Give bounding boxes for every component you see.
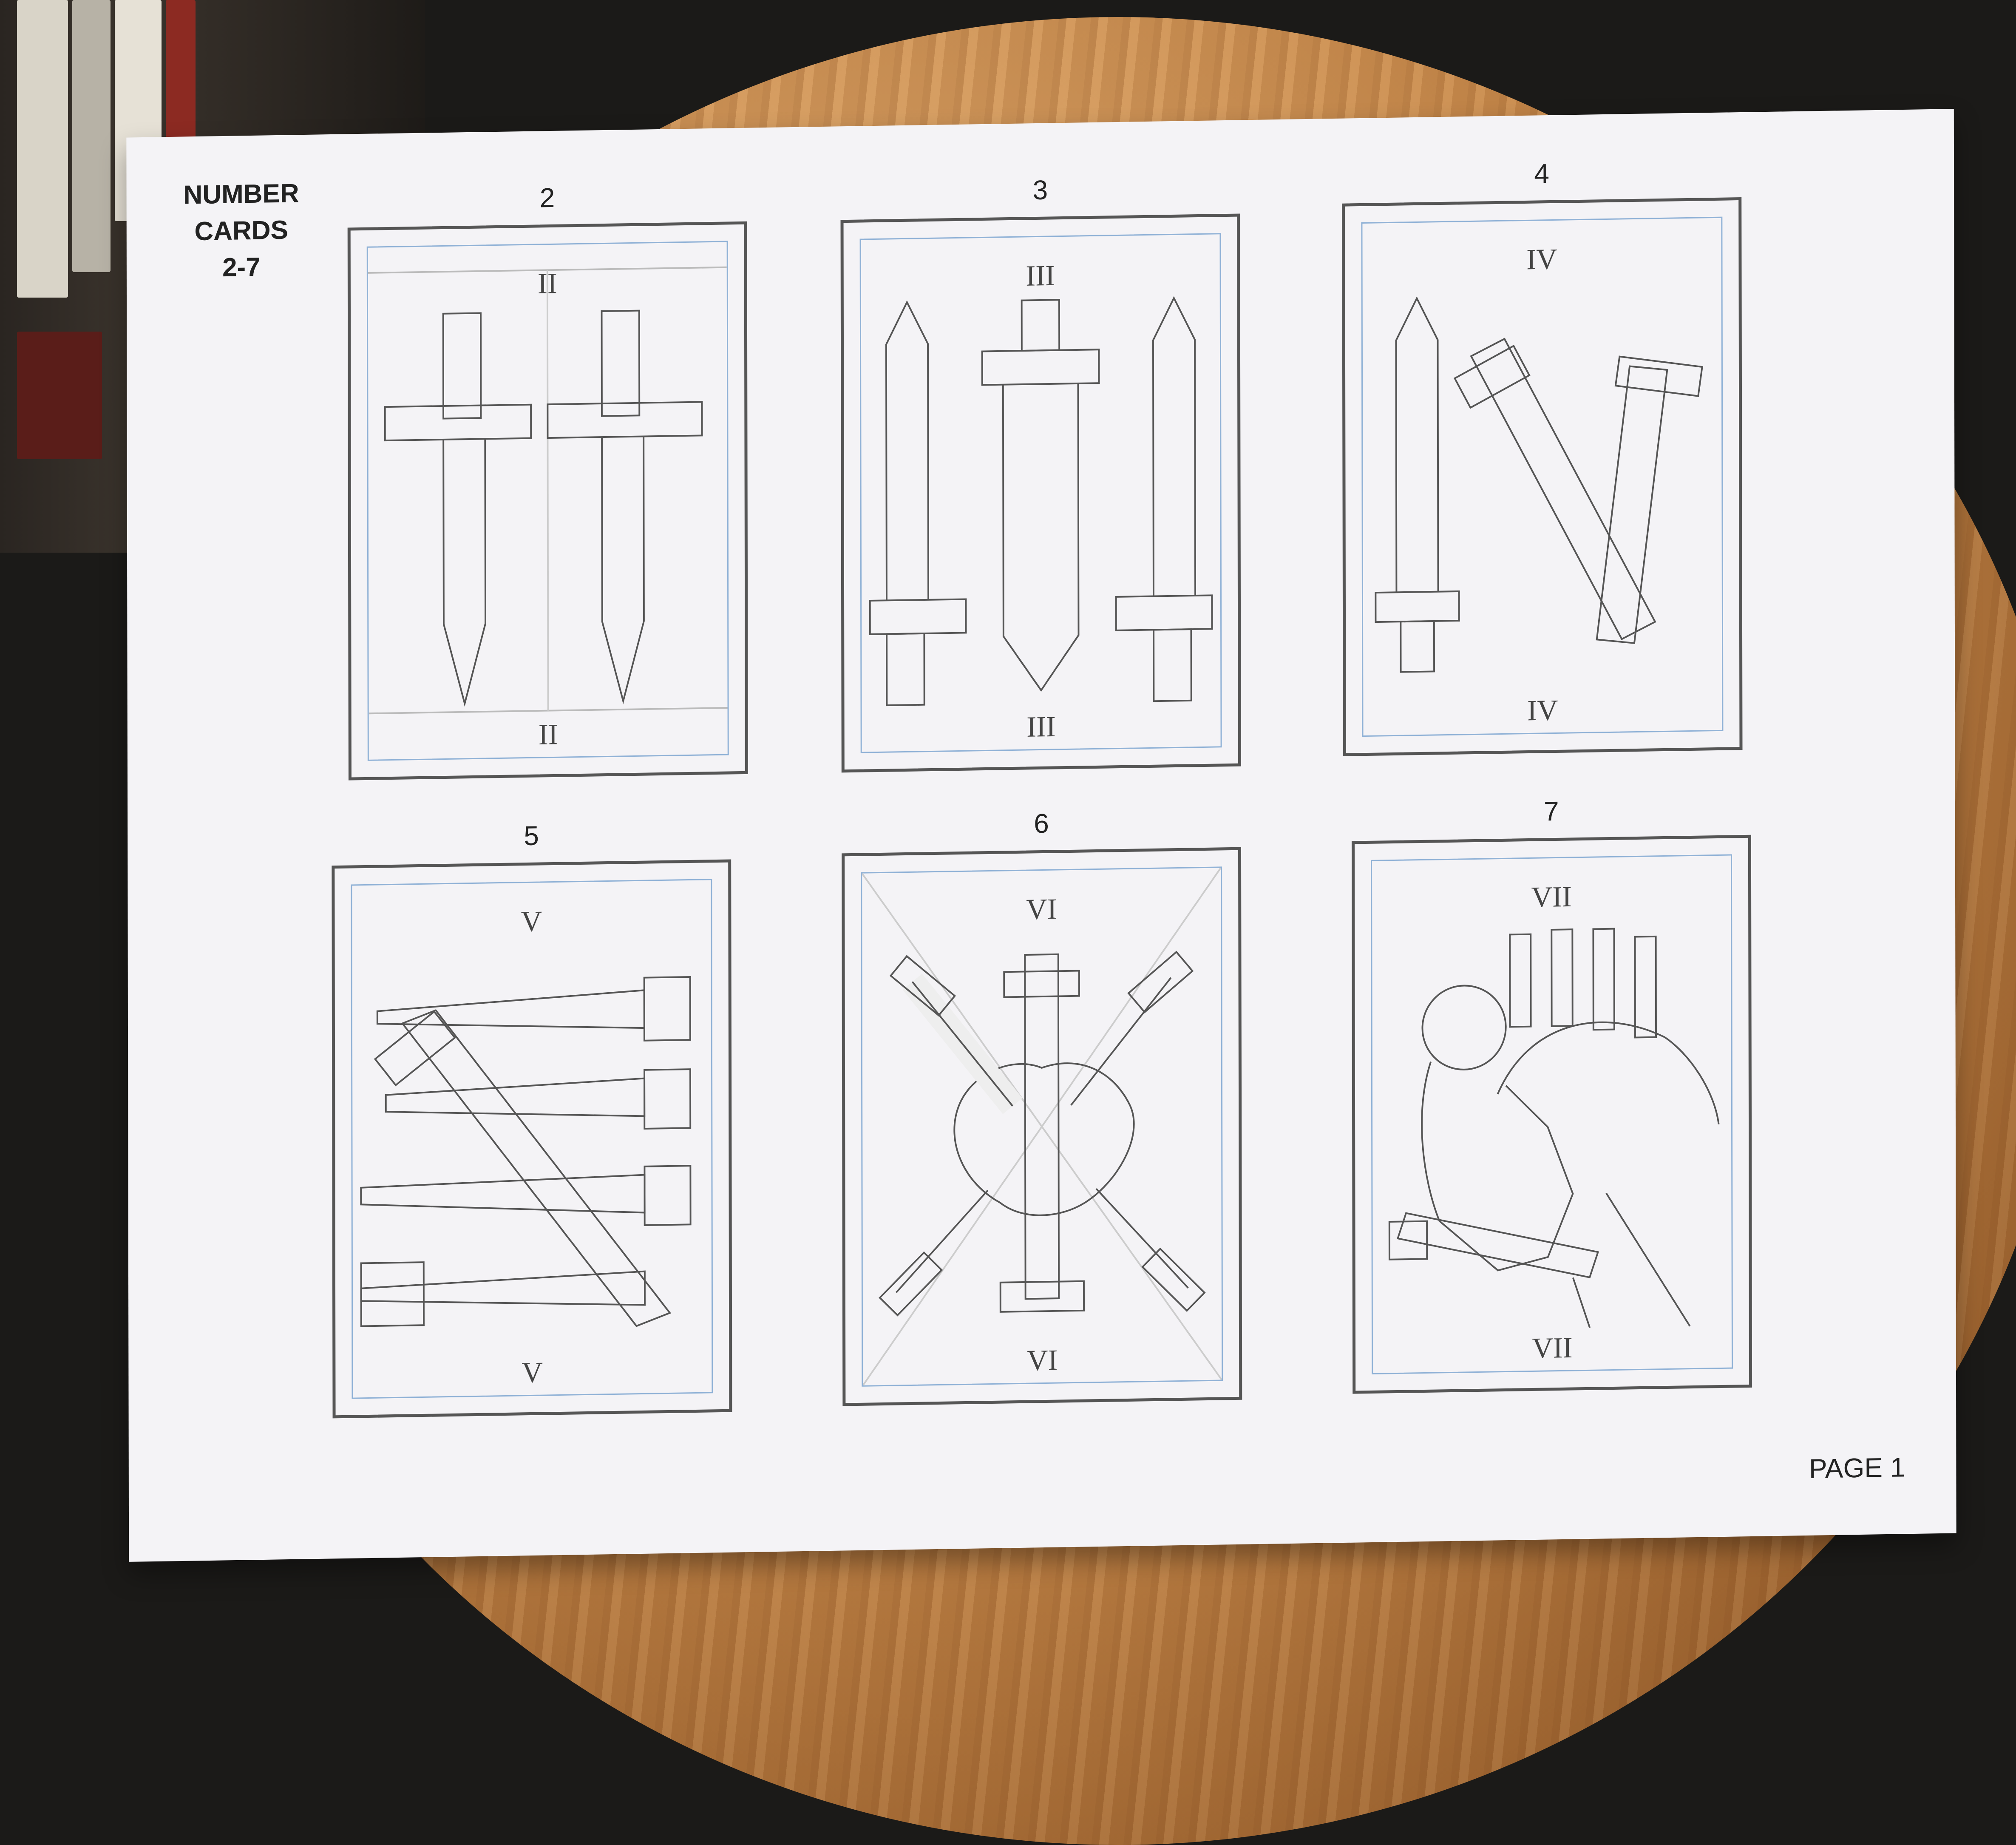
card-numeral-top: VII xyxy=(1531,880,1571,914)
two-swords-sketch: II II xyxy=(368,266,728,751)
card-numeral-bottom: V xyxy=(522,1356,543,1389)
sketch-sheet: NUMBER CARDS 2-7 2 xyxy=(126,109,1956,1562)
page-label: PAGE 1 xyxy=(1809,1452,1905,1484)
card-5: 5 V V xyxy=(332,817,732,1427)
sheet-heading: NUMBER CARDS 2-7 xyxy=(152,175,330,287)
card-numeral-bottom: II xyxy=(539,718,558,751)
four-swords-sketch: IV IV xyxy=(1375,243,1703,727)
heading-line: NUMBER xyxy=(183,179,299,210)
card-frame: V V xyxy=(332,859,732,1419)
card-frame: II II xyxy=(347,221,748,781)
card-numeral-bottom: IV xyxy=(1527,694,1558,727)
card-inner-border: III III xyxy=(859,233,1222,753)
six-swords-sketch: VI VI xyxy=(862,868,1222,1385)
card-frame: VII VII xyxy=(1351,835,1752,1394)
card-numeral-bottom: VII xyxy=(1532,1331,1572,1365)
card-frame: III III xyxy=(840,213,1241,773)
card-6: 6 xyxy=(842,805,1242,1415)
card-number: 6 xyxy=(1034,808,1049,839)
card-number: 5 xyxy=(524,820,539,852)
card-numeral-top: II xyxy=(538,267,557,300)
card-numeral-bottom: III xyxy=(1026,710,1056,743)
card-inner-border: IV IV xyxy=(1361,216,1724,737)
book-spine xyxy=(72,0,111,272)
card-7: 7 VII V xyxy=(1351,792,1752,1402)
book-spine xyxy=(17,0,68,298)
three-swords-sketch: III III xyxy=(869,259,1213,743)
card-number: 2 xyxy=(539,182,555,213)
card-numeral-bottom: VI xyxy=(1027,1344,1058,1377)
card-number: 4 xyxy=(1534,158,1550,189)
card-inner-border: II II xyxy=(366,241,729,761)
card-3: 3 III III xyxy=(840,171,1241,781)
card-numeral-top: IV xyxy=(1526,243,1557,275)
card-inner-border: V V xyxy=(351,879,713,1399)
card-numeral-top: VI xyxy=(1026,893,1057,925)
card-2: 2 II II xyxy=(347,179,748,789)
card-numeral-top: III xyxy=(1026,259,1055,292)
card-numeral-top: V xyxy=(521,905,542,938)
card-4: 4 IV IV xyxy=(1342,155,1743,765)
card-number: 3 xyxy=(1032,174,1048,206)
card-number: 7 xyxy=(1543,795,1559,827)
card-inner-border: VI VI xyxy=(861,866,1223,1387)
heading-line: 2-7 xyxy=(222,252,261,283)
book-spine xyxy=(17,332,102,459)
card-frame: IV IV xyxy=(1342,197,1743,756)
card-inner-border: VII VII xyxy=(1371,854,1733,1374)
five-swords-sketch: V V xyxy=(360,905,692,1389)
card-frame: VI VI xyxy=(842,847,1242,1406)
seven-swords-sketch: VII VII xyxy=(1388,880,1720,1365)
heading-line: CARDS xyxy=(194,215,288,247)
